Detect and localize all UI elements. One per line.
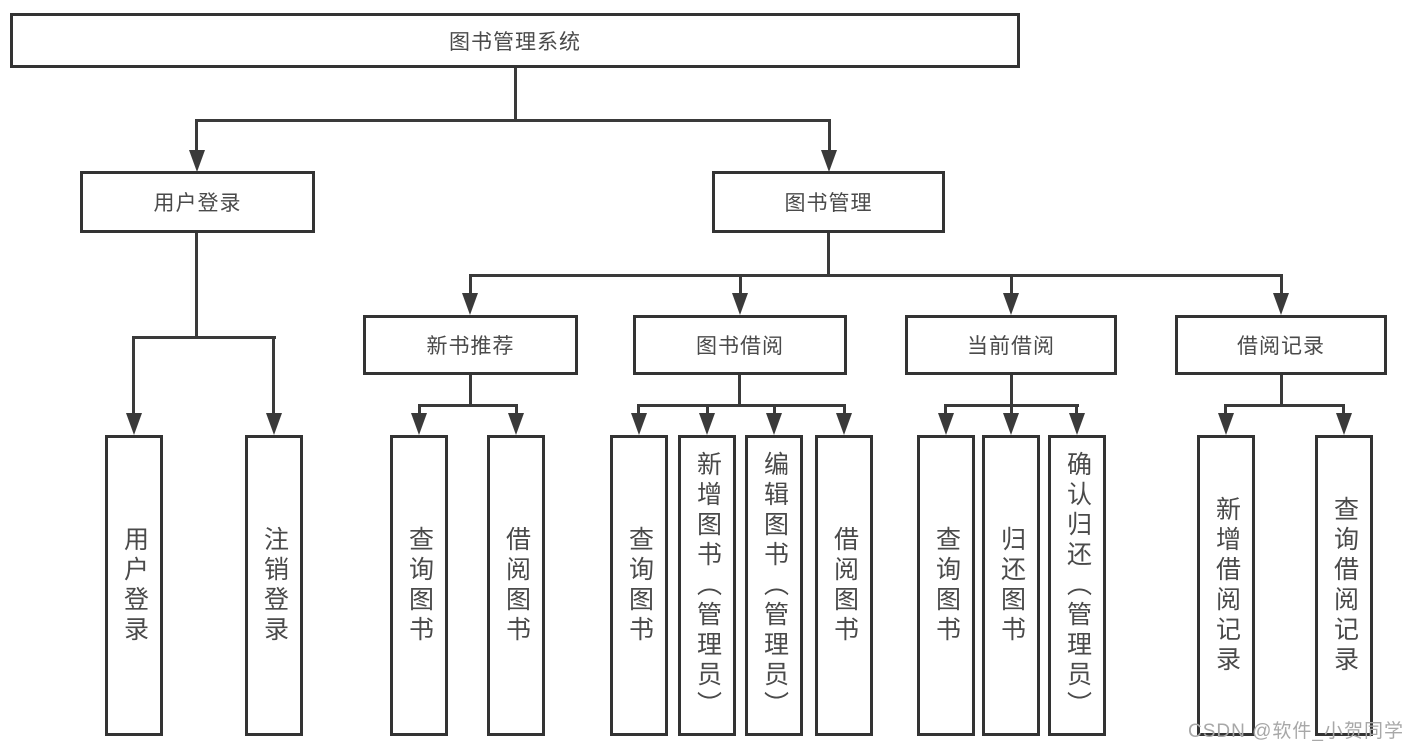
- connector-line: [469, 274, 472, 298]
- connector-line: [828, 119, 831, 155]
- node-user-login: 用户登录: [80, 171, 315, 233]
- arrow-down-icon: [1069, 413, 1085, 435]
- node-label: 新书推荐: [426, 335, 515, 358]
- connector-line: [1010, 274, 1013, 298]
- arrow-down-icon: [126, 413, 142, 435]
- node-label: 借阅图书: [502, 525, 531, 646]
- connector-line: [1075, 404, 1078, 416]
- leaf-query-borrow-record: 查询借阅记录: [1315, 435, 1373, 736]
- connector-line: [944, 404, 947, 416]
- connector-line: [827, 233, 830, 277]
- arrow-down-icon: [821, 150, 837, 172]
- node-label: 查询图书: [932, 525, 961, 646]
- connector-line: [773, 404, 776, 416]
- node-label: 当前借阅: [967, 335, 1055, 358]
- arrow-down-icon: [732, 293, 748, 315]
- arrow-down-icon: [631, 413, 647, 435]
- connector-line: [469, 274, 1283, 277]
- leaf-query-books-recommend: 查询图书: [390, 435, 448, 736]
- arrow-down-icon: [1336, 413, 1352, 435]
- node-label: 借阅记录: [1237, 335, 1325, 358]
- leaf-query-books-current: 查询图书: [917, 435, 975, 736]
- connector-line: [706, 404, 709, 416]
- node-new-book-recommend: 新书推荐: [363, 315, 578, 375]
- connector-line: [195, 119, 831, 122]
- leaf-logout: 注销登录: [245, 435, 303, 736]
- connector-line: [1010, 375, 1013, 407]
- connector-line: [272, 336, 275, 416]
- arrow-down-icon: [266, 413, 282, 435]
- leaf-add-borrow-record: 新增借阅记录: [1197, 435, 1255, 736]
- leaf-edit-book-admin: 编辑图书（管理员）: [745, 435, 803, 736]
- connector-line: [1280, 274, 1283, 298]
- arrow-down-icon: [1273, 293, 1289, 315]
- arrow-down-icon: [508, 413, 524, 435]
- arrow-down-icon: [462, 293, 478, 315]
- node-current-borrow: 当前借阅: [905, 315, 1117, 375]
- node-label: 查询图书: [405, 525, 434, 646]
- node-label: 用户登录: [120, 525, 149, 646]
- node-label: 图书借阅: [696, 335, 784, 358]
- arrow-down-icon: [189, 150, 205, 172]
- node-label: 确认归还（管理员）: [1063, 450, 1092, 721]
- connector-line: [843, 404, 846, 416]
- connector-line: [637, 404, 640, 416]
- arrow-down-icon: [766, 413, 782, 435]
- connector-line: [738, 375, 741, 407]
- leaf-query-books-borrow: 查询图书: [610, 435, 668, 736]
- arrow-down-icon: [938, 413, 954, 435]
- connector-line: [1224, 404, 1227, 416]
- node-label: 图书管理系统: [449, 30, 581, 54]
- connector-line: [1010, 404, 1013, 416]
- leaf-borrow-books-borrow: 借阅图书: [815, 435, 873, 736]
- connector-line: [195, 119, 198, 155]
- node-label: 归还图书: [997, 525, 1026, 646]
- connector-line: [637, 404, 846, 407]
- node-label: 编辑图书（管理员）: [760, 450, 789, 721]
- arrow-down-icon: [411, 413, 427, 435]
- connector-line: [1280, 375, 1283, 407]
- node-label: 借阅图书: [830, 525, 859, 646]
- connector-line: [1224, 404, 1345, 407]
- node-label: 新增图书（管理员）: [693, 450, 722, 721]
- leaf-user-login: 用户登录: [105, 435, 163, 736]
- leaf-confirm-return-admin: 确认归还（管理员）: [1048, 435, 1106, 736]
- node-label: 用户登录: [153, 192, 242, 215]
- connector-line: [514, 68, 517, 122]
- connector-line: [739, 274, 742, 298]
- arrow-down-icon: [1003, 293, 1019, 315]
- connector-line: [1342, 404, 1345, 416]
- node-book-management: 图书管理: [712, 171, 945, 233]
- csdn-watermark: CSDN @软件_小贺同学: [1188, 721, 1404, 742]
- connector-line: [418, 404, 421, 416]
- connector-line: [469, 375, 472, 407]
- connector-line: [418, 404, 518, 407]
- node-label: 注销登录: [260, 525, 289, 646]
- node-label: 查询图书: [625, 525, 654, 646]
- node-library-system: 图书管理系统: [10, 13, 1020, 68]
- leaf-borrow-books-recommend: 借阅图书: [487, 435, 545, 736]
- arrow-down-icon: [836, 413, 852, 435]
- node-book-borrow: 图书借阅: [633, 315, 847, 375]
- connector-line: [132, 336, 276, 339]
- connector-line: [515, 404, 518, 416]
- node-label: 图书管理: [784, 192, 873, 215]
- arrow-down-icon: [1218, 413, 1234, 435]
- leaf-add-book-admin: 新增图书（管理员）: [678, 435, 736, 736]
- leaf-return-book: 归还图书: [982, 435, 1040, 736]
- arrow-down-icon: [1003, 413, 1019, 435]
- node-label: 查询借阅记录: [1330, 495, 1359, 676]
- node-borrow-records: 借阅记录: [1175, 315, 1387, 375]
- node-label: 新增借阅记录: [1212, 495, 1241, 676]
- connector-line: [195, 233, 198, 339]
- arrow-down-icon: [699, 413, 715, 435]
- connector-line: [132, 336, 135, 416]
